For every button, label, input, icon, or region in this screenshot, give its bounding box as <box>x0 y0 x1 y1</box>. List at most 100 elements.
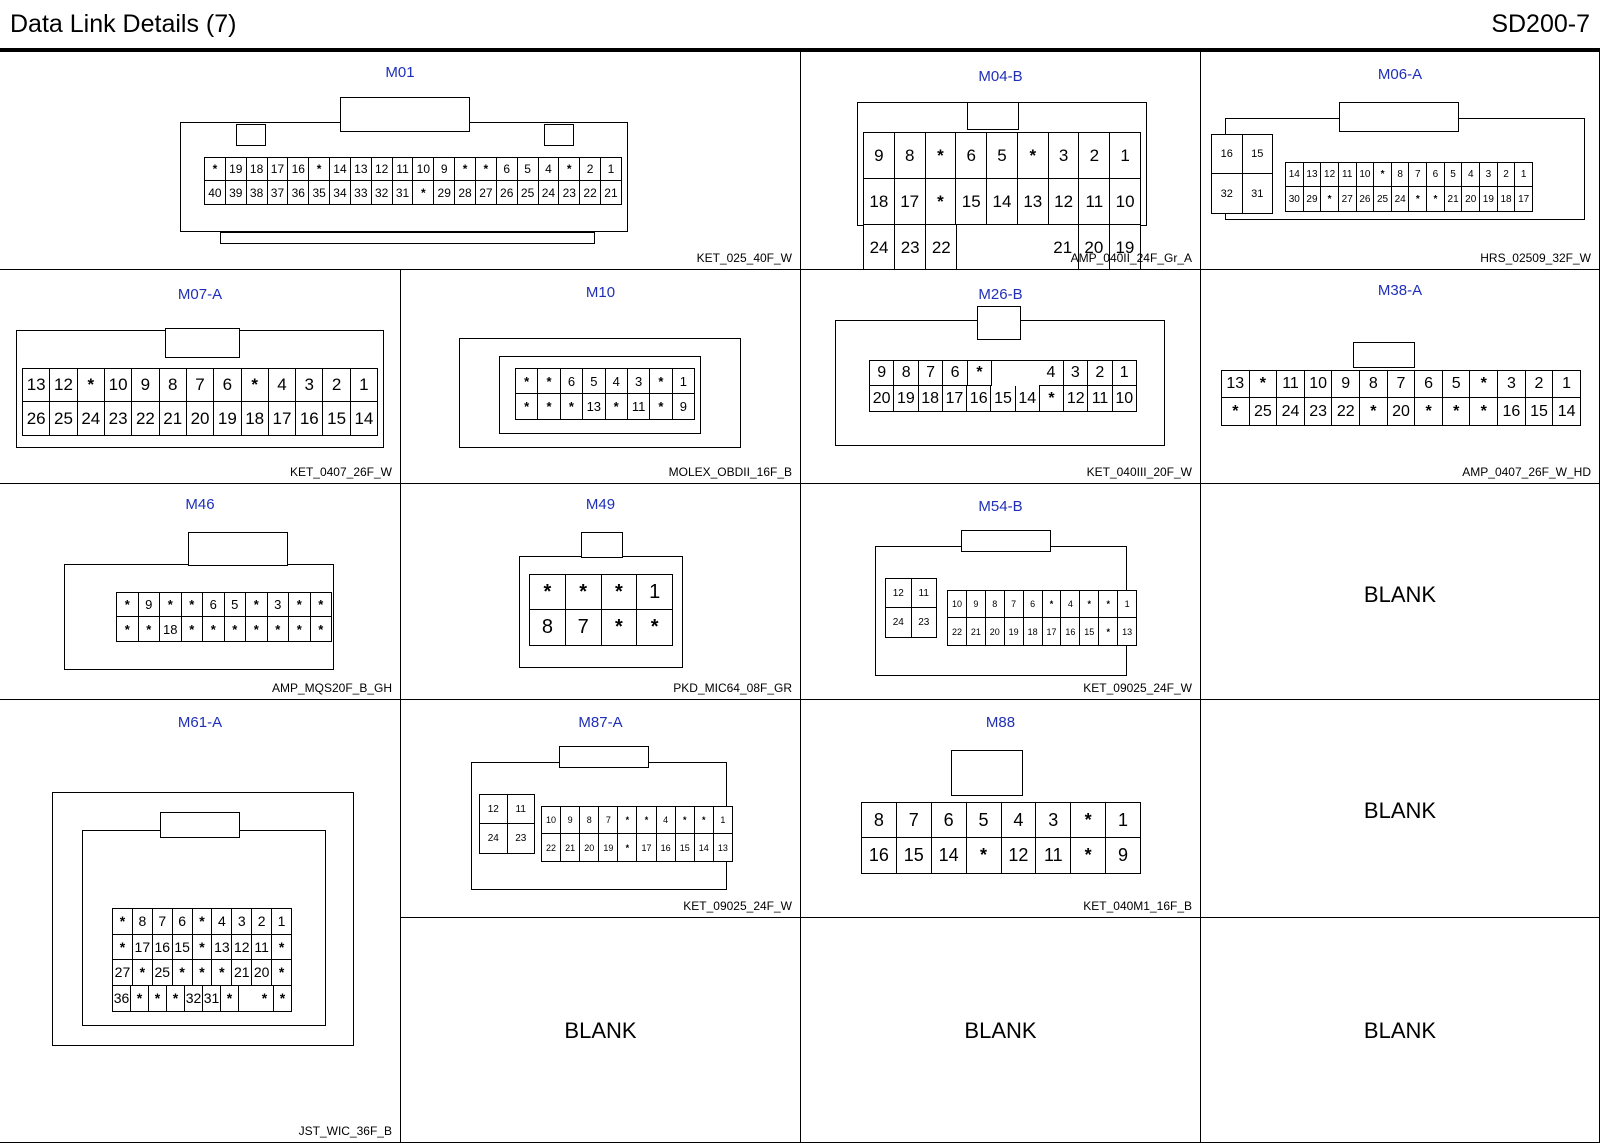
pin: 1 <box>1106 803 1140 838</box>
pin: 17 <box>637 834 657 861</box>
pin: 31 <box>1251 187 1264 200</box>
blank-label: BLANK <box>1363 1018 1437 1043</box>
pin: 25 <box>50 402 78 435</box>
pin: * <box>246 593 268 617</box>
pin: 2 <box>1079 133 1111 179</box>
pin: * <box>1360 398 1388 425</box>
pin: 2 <box>1088 361 1113 386</box>
pin: 8 <box>1391 163 1410 187</box>
pin: 5 <box>966 803 1002 838</box>
pin: 9 <box>679 399 687 414</box>
pin: 18 <box>246 158 268 181</box>
pin: 6 <box>172 909 193 935</box>
pin: 19 <box>599 834 619 861</box>
pin: * <box>221 985 239 1011</box>
pin: 2 <box>323 369 351 402</box>
pin: 6 <box>956 133 988 179</box>
pin: 6 <box>560 369 584 394</box>
pin: 37 <box>268 181 289 204</box>
pin: * <box>475 158 497 181</box>
pin: 16 <box>152 934 173 960</box>
pin: 1 <box>637 575 672 610</box>
pin: 12 <box>50 369 78 402</box>
pin: 28 <box>455 181 476 204</box>
pin: 4 <box>1462 163 1481 187</box>
pin: 5 <box>987 133 1018 179</box>
pin: * <box>1099 591 1119 618</box>
pin: 11 <box>1036 838 1072 873</box>
pin: 19 <box>1005 618 1024 645</box>
connector-name: M06-A <box>1377 66 1423 83</box>
pin: 23 <box>895 225 927 269</box>
pin: 6 <box>214 369 242 402</box>
part-number: HRS_02509_32F_W <box>1480 251 1591 265</box>
pin: * <box>561 394 584 419</box>
pin: * <box>203 617 225 641</box>
pin: 22 <box>542 834 562 861</box>
connector-cell-blank2: BLANK <box>1201 700 1600 918</box>
pin: * <box>132 960 153 986</box>
pin: 14 <box>1557 402 1576 420</box>
pin: 7 <box>566 610 602 645</box>
part-number: KET_09025_24F_W <box>683 899 792 913</box>
pin: 17 <box>1043 618 1062 645</box>
pin: 31 <box>203 985 221 1011</box>
connector-name: M54-B <box>978 498 1023 515</box>
pin: 19 <box>214 402 242 435</box>
pin: 12 <box>886 579 912 608</box>
pin: * <box>205 158 226 181</box>
pin: 25 <box>1250 398 1278 425</box>
pin: * <box>1374 163 1392 187</box>
pin: 8 <box>862 803 897 838</box>
pin: 4 <box>656 807 676 834</box>
pin: 1 <box>1112 361 1136 386</box>
connector-housing <box>340 97 470 132</box>
pin: 10 <box>1110 179 1141 225</box>
pin: 6 <box>1023 591 1043 618</box>
pin: 9 <box>870 361 895 386</box>
pin: * <box>1042 591 1062 618</box>
pin: 24 <box>864 225 896 269</box>
pin: 14 <box>330 158 351 181</box>
page-title: Data Link Details (7) <box>10 10 237 38</box>
pin: 36 <box>288 181 310 204</box>
pin: 34 <box>330 181 351 204</box>
pin: 14 <box>987 179 1018 225</box>
pin: 24 <box>886 608 912 637</box>
pin: * <box>637 807 657 834</box>
pin: 29 <box>1304 187 1322 211</box>
pin: 16 <box>296 402 324 435</box>
pin: 23 <box>105 402 133 435</box>
pin: 2 <box>580 158 602 181</box>
pin: 8 <box>530 610 566 645</box>
pin: 12 <box>480 795 508 824</box>
pin: 22 <box>1332 398 1361 425</box>
pin: 32 <box>1212 174 1243 213</box>
pin: 11 <box>252 934 273 960</box>
pin: * <box>516 369 539 394</box>
part-number: MOLEX_OBDII_16F_B <box>668 465 792 479</box>
pin: 3 <box>267 593 289 617</box>
pin: 14 <box>695 834 714 861</box>
pin: * <box>538 394 561 419</box>
pin: 20 <box>870 386 895 411</box>
pin: * <box>131 985 149 1011</box>
pin: 17 <box>1518 193 1530 205</box>
pin: 6 <box>1427 163 1445 187</box>
pin: 2 <box>252 909 273 935</box>
pin: 20 <box>986 618 1005 645</box>
pin: 11 <box>1338 163 1357 187</box>
connector-cell-blank4: BLANK <box>801 918 1201 1143</box>
pin: * <box>113 909 133 935</box>
pin: * <box>1427 187 1445 211</box>
connector-housing <box>160 812 240 838</box>
pin: 13 <box>583 394 606 419</box>
